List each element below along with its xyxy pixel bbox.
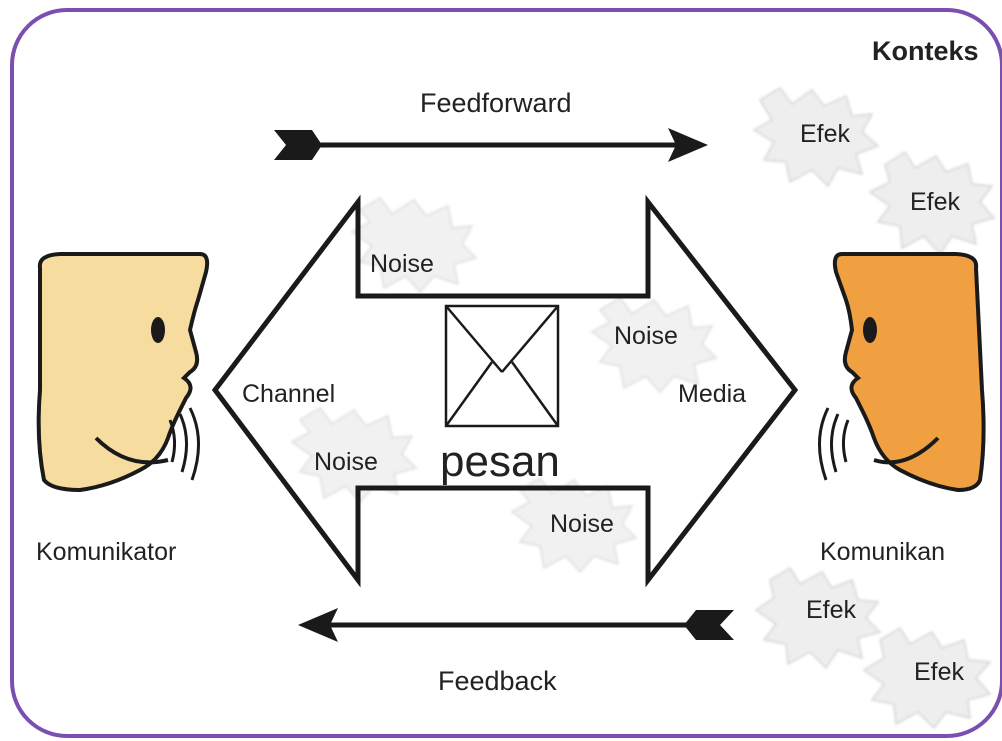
- channel-label: Channel: [242, 380, 335, 408]
- communicant-head-icon: [817, 252, 986, 493]
- noise-label-top-left: Noise: [370, 250, 434, 278]
- context-label: Konteks: [872, 36, 979, 66]
- effect-label-3: Efek: [806, 596, 857, 624]
- communicant-label: Komunikan: [820, 538, 945, 566]
- feedforward-arrow: [274, 128, 708, 162]
- media-label: Media: [678, 380, 746, 408]
- envelope-icon: [444, 304, 560, 428]
- feedback-label: Feedback: [438, 666, 557, 696]
- noise-label-top-right: Noise: [614, 322, 678, 350]
- communicator-label: Komunikator: [36, 538, 176, 566]
- message-label: pesan: [440, 437, 560, 486]
- communicator-head-icon: [36, 252, 210, 493]
- effect-label-1: Efek: [800, 120, 851, 148]
- noise-label-bottom-left: Noise: [314, 448, 378, 476]
- feedback-arrow: [298, 608, 734, 642]
- feedforward-label: Feedforward: [420, 88, 572, 118]
- noise-bursts: [290, 87, 996, 730]
- effect-label-4: Efek: [914, 658, 965, 686]
- channel-media-double-arrow: [211, 194, 799, 588]
- effect-label-2: Efek: [910, 188, 961, 216]
- noise-label-bottom-right: Noise: [550, 510, 614, 538]
